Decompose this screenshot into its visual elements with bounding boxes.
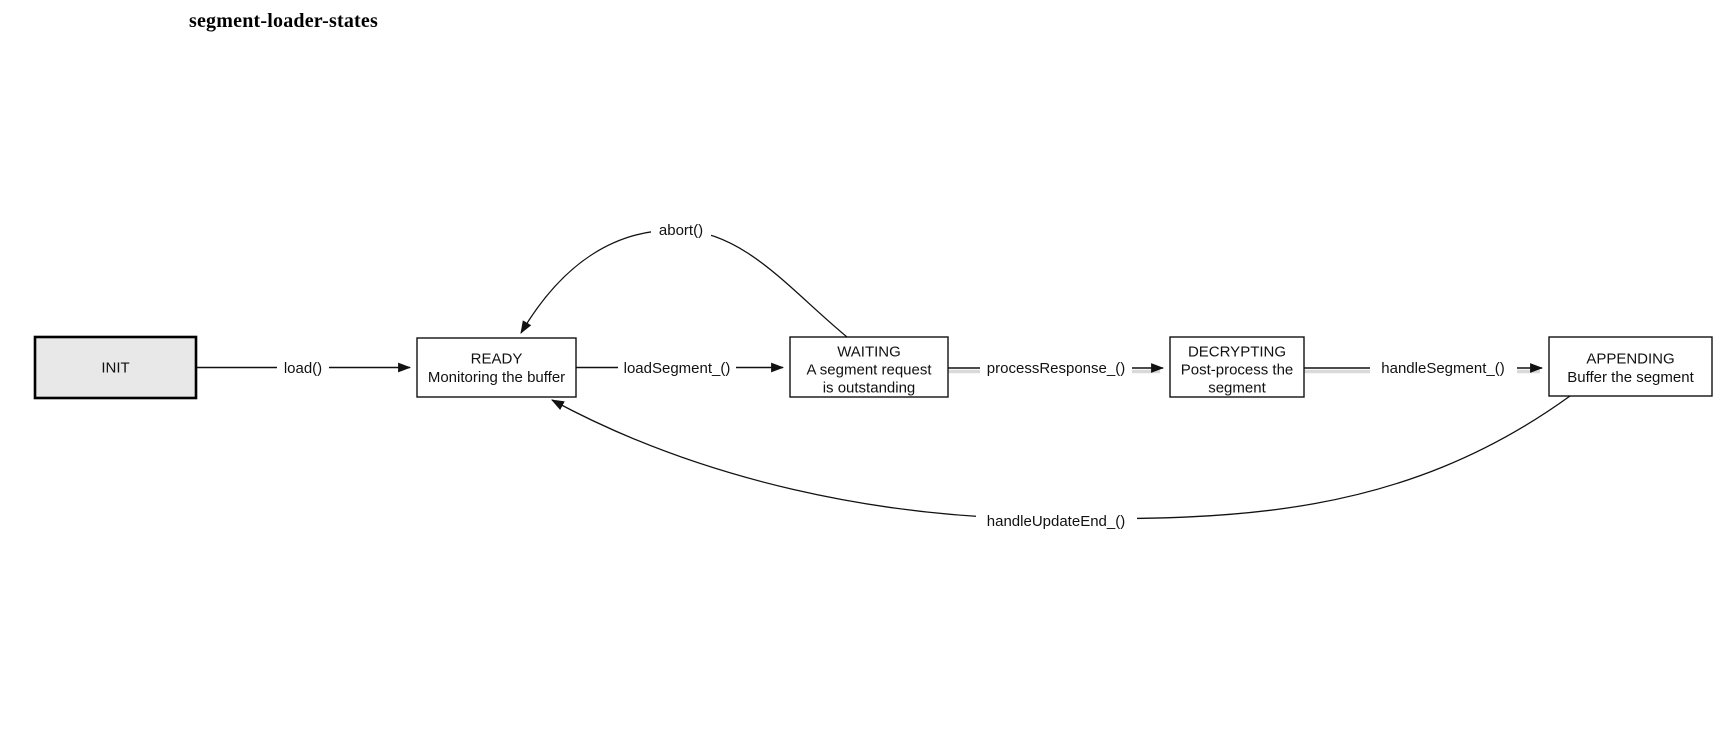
edge-process-response: processResponse_(): [948, 358, 1165, 377]
appending-label: APPENDING: [1586, 351, 1674, 368]
edge-handle-segment-label: handleSegment_(): [1381, 360, 1504, 377]
state-node-waiting: WAITING A segment request is outstanding: [789, 336, 949, 398]
edge-load-label: load(): [284, 360, 322, 377]
edge-abort-curve: [520, 229, 848, 338]
edge-load: load(): [196, 358, 412, 377]
decrypting-label: DECRYPTING: [1188, 344, 1286, 361]
edge-process-response-label: processResponse_(): [987, 360, 1125, 377]
edge-handle-segment: handleSegment_(): [1304, 358, 1544, 377]
ready-desc: Monitoring the buffer: [428, 369, 565, 386]
state-node-appending: APPENDING Buffer the segment: [1548, 336, 1713, 397]
appending-box: [1548, 336, 1713, 397]
ready-label: READY: [471, 351, 523, 368]
edge-load-segment: loadSegment_(): [576, 358, 785, 377]
diagram-title: segment-loader-states: [189, 10, 378, 32]
edge-handle-segment-label-bg: [1370, 358, 1517, 377]
waiting-desc-line1: A segment request: [806, 362, 932, 379]
waiting-box: [789, 336, 949, 398]
init-box: [33, 335, 198, 400]
decrypting-desc-line2: segment: [1208, 380, 1266, 397]
edge-abort-label-bg: [651, 220, 711, 240]
edge-process-response-label-bg: [980, 358, 1132, 377]
waiting-desc-line2: is outstanding: [823, 380, 916, 397]
edge-load-segment-label-bg: [618, 358, 736, 377]
edge-handle-update-end-label-bg: [976, 510, 1137, 530]
edge-handle-update-end: handleUpdateEnd_(): [551, 395, 1571, 530]
decrypting-desc-line1: Post-process the: [1181, 362, 1294, 379]
state-node-decrypting: DECRYPTING Post-process the segment: [1169, 336, 1305, 398]
waiting-label: WAITING: [837, 344, 901, 361]
appending-desc: Buffer the segment: [1567, 369, 1694, 386]
ready-box: [416, 337, 577, 398]
state-node-init: INIT: [33, 335, 198, 400]
edge-handle-update-end-label: handleUpdateEnd_(): [987, 513, 1125, 530]
init-label: INIT: [101, 360, 129, 377]
edge-load-label-bg: [277, 358, 329, 377]
edge-load-segment-label: loadSegment_(): [624, 360, 731, 377]
edge-handle-update-end-curve: [551, 395, 1571, 520]
state-node-ready: READY Monitoring the buffer: [416, 337, 577, 398]
edge-abort-label: abort(): [659, 222, 703, 239]
edge-abort: abort(): [520, 220, 848, 338]
decrypting-box: [1169, 336, 1305, 398]
